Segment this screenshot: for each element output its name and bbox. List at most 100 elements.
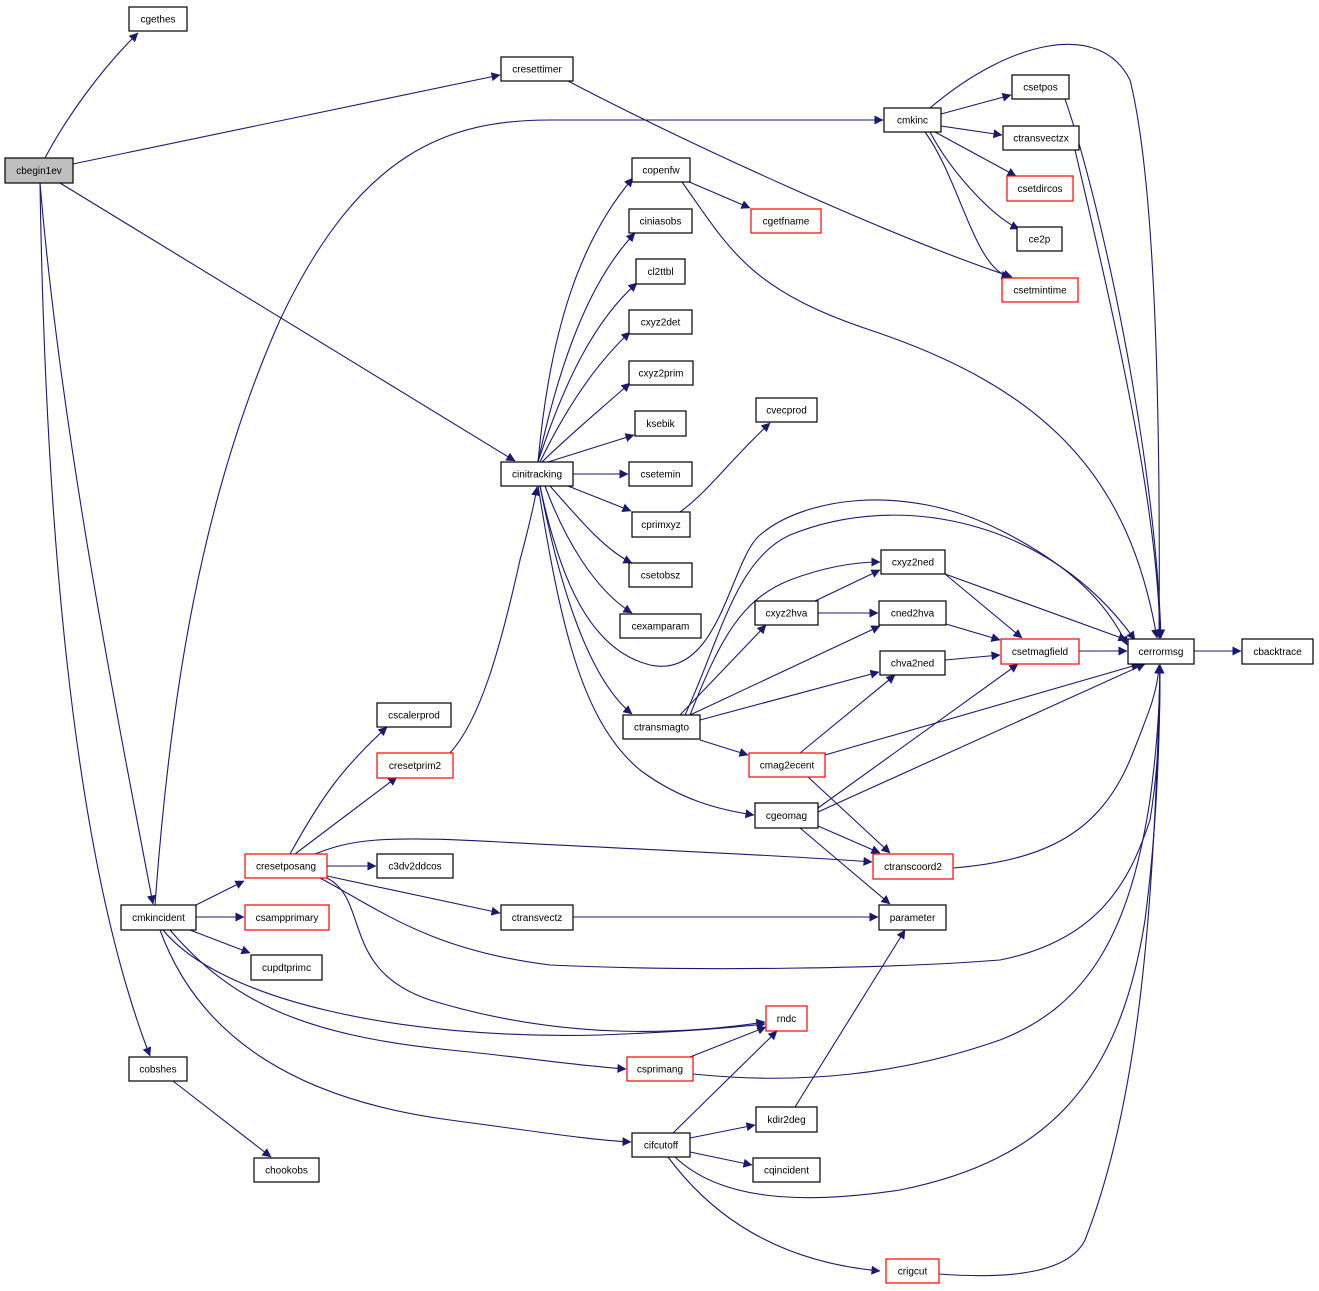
node-csetdircos[interactable]: csetdircos [1006, 175, 1074, 202]
node-box [1127, 638, 1195, 665]
node-cxyz2hva[interactable]: cxyz2hva [754, 600, 819, 626]
edge-cmag2ecent-to-cerrormsg [824, 662, 1141, 756]
edge-arrow [544, 485, 633, 614]
node-label: cl2ttbl [647, 267, 673, 278]
node-csetpos[interactable]: csetpos [1011, 74, 1070, 100]
node-box [376, 853, 454, 879]
node-chva2ned[interactable]: chva2ned [879, 650, 946, 676]
edge-arrow [689, 1151, 753, 1168]
edge-cbegin1ev-to-cmkincident [39, 182, 156, 905]
edge-cgeomag-to-parameter [799, 827, 891, 905]
node-label: cvecprod [766, 406, 807, 417]
edge-csprimang-to-cerrormsg [692, 664, 1165, 1079]
node-cgetfname[interactable]: cgetfname [750, 208, 822, 234]
node-cgeomag[interactable]: cgeomag [754, 802, 819, 829]
node-copenfw[interactable]: copenfw [631, 157, 691, 183]
edge-arrow [159, 929, 632, 1147]
node-cscalerprod[interactable]: cscalerprod [376, 702, 452, 728]
node-ctransmagto[interactable]: ctransmagto [622, 714, 701, 740]
node-cxyz2ned[interactable]: cxyz2ned [880, 549, 946, 575]
node-c3dv2ddcos[interactable]: c3dv2ddcos [376, 853, 454, 879]
edge-cmkincident-to-csprimang [169, 929, 627, 1073]
edge-arrow [319, 664, 1165, 970]
edge-cgeomag-to-ctranscoord2 [817, 825, 881, 854]
node-cmkincident[interactable]: cmkincident [120, 904, 197, 931]
node-label: csetmintime [1013, 286, 1067, 297]
edge-arrow [59, 182, 516, 462]
node-label: cifcutoff [644, 1141, 678, 1152]
node-parameter[interactable]: parameter [878, 904, 947, 931]
node-cupdtprimc[interactable]: cupdtprimc [250, 954, 323, 981]
edge-arrow [799, 827, 891, 905]
node-cl2tbl[interactable]: cl2ttbl [635, 258, 686, 285]
node-cerrormsg[interactable]: cerrormsg [1127, 638, 1195, 665]
node-cifcutoff[interactable]: cifcutoff [631, 1132, 691, 1158]
node-cresetposang[interactable]: cresetposang [244, 853, 328, 879]
node-cgethes[interactable]: cgethes [128, 6, 188, 32]
node-box [634, 410, 687, 437]
node-cobshes[interactable]: cobshes [128, 1056, 188, 1082]
edge-arrow [799, 674, 896, 754]
node-box [244, 853, 328, 879]
node-box [1006, 175, 1074, 202]
node-csetobsz[interactable]: csetobsz [628, 562, 693, 588]
node-ciniasobs[interactable]: ciniasobs [628, 208, 693, 234]
edge-arrow [314, 838, 873, 866]
node-box [883, 107, 942, 133]
edge-cmag2ecent-to-ctranscoord2 [807, 776, 891, 854]
node-cxyz2prim[interactable]: cxyz2prim [628, 360, 694, 386]
node-cresettimer[interactable]: cresettimer [500, 56, 574, 82]
node-label: ctransvectzx [1013, 134, 1069, 145]
node-csprimang[interactable]: csprimang [626, 1056, 694, 1082]
edge-cned2hva-to-csetmagfield [945, 623, 1001, 642]
edge-cmkincident-to-rndc [162, 929, 766, 1036]
node-csetmintime[interactable]: csetmintime [1001, 277, 1079, 303]
node-cbacktrace[interactable]: cbacktrace [1241, 638, 1314, 665]
node-box [376, 702, 452, 728]
node-ce2p[interactable]: ce2p [1016, 226, 1063, 252]
edge-cresettimer-to-csetmintime [567, 80, 1013, 279]
edge-crigcut-to-cerrormsg [938, 664, 1165, 1277]
edge-arrow [686, 180, 751, 209]
node-layer: cbegin1ev cgethes cresettimer cmkinc csetpos… [4, 6, 1314, 1284]
node-cprimxyz[interactable]: cprimxyz [631, 511, 691, 538]
node-kdir2deg[interactable]: kdir2deg [755, 1106, 818, 1133]
node-cvecprod[interactable]: cvecprod [755, 397, 818, 423]
edge-cifcutoff-to-cerrormsg [674, 664, 1165, 1199]
edge-arrow [824, 662, 1141, 756]
node-cinitracking[interactable]: cinitracking [500, 461, 574, 487]
edge-arrow [537, 485, 755, 819]
node-cresetprim2[interactable]: cresetprim2 [376, 752, 454, 779]
node-cbegin1ev[interactable]: cbegin1ev [4, 157, 74, 184]
node-ksebik[interactable]: ksebik [634, 410, 687, 437]
node-cmkinc[interactable]: cmkinc [883, 107, 942, 133]
edge-cinitracking-to-cl2tbl [537, 282, 638, 463]
node-rndc[interactable]: rndc [765, 1005, 808, 1032]
node-crigcut[interactable]: crigcut [885, 1258, 940, 1284]
edge-arrow [944, 573, 1128, 642]
node-ctranscoord2[interactable]: ctranscoord2 [872, 853, 954, 880]
node-box [755, 1106, 818, 1133]
node-label: crigcut [898, 1267, 928, 1278]
node-csetmagfield[interactable]: csetmagfield [1000, 638, 1080, 665]
node-csetemin[interactable]: csetemin [628, 461, 693, 487]
node-chookobs[interactable]: chookobs [253, 1157, 320, 1183]
edge-cresetposang-to-cerrormsg [319, 664, 1165, 970]
node-cmag2ecent[interactable]: cmag2ecent [748, 752, 826, 778]
node-box [1016, 226, 1063, 252]
node-ctransvectz[interactable]: ctransvectz [500, 904, 574, 931]
node-cxyz2det[interactable]: cxyz2det [628, 309, 693, 335]
node-label: chookobs [265, 1166, 308, 1177]
node-cexamparam[interactable]: cexamparam [619, 613, 702, 639]
node-label: cmkinc [897, 116, 928, 127]
edge-cresetposang-to-ctransvectz [326, 875, 501, 916]
node-cned2hva[interactable]: cned2hva [878, 600, 947, 626]
node-label: cqincident [764, 1166, 809, 1177]
node-box [631, 511, 691, 538]
node-box [626, 1056, 694, 1082]
node-csampprimary[interactable]: csampprimary [244, 904, 330, 931]
edge-arrow [539, 331, 631, 463]
node-box [120, 904, 197, 931]
node-cqincident[interactable]: cqincident [752, 1157, 821, 1183]
node-ctransvectzx[interactable]: ctransvectzx [1002, 125, 1080, 151]
